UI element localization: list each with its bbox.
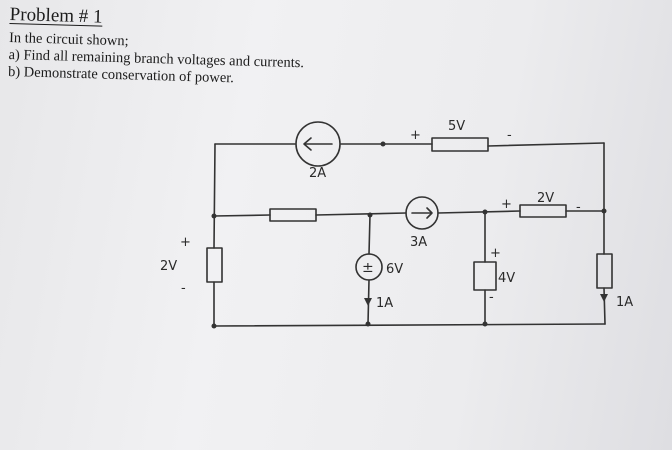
label-5v: 5V (448, 119, 465, 134)
arrow-left-icon (303, 137, 333, 151)
middle-wire (213, 210, 605, 217)
label-5v-plus: + (410, 128, 421, 143)
top-wire (214, 142, 605, 147)
label-2v-right-minus: - (576, 200, 581, 215)
node-bottom-right (482, 321, 488, 327)
resistor-right (596, 253, 613, 289)
node-top (380, 141, 386, 147)
arrow-right-icon (411, 207, 433, 219)
arrow-down-icon-vs (364, 298, 372, 306)
resistor-2v-left (206, 247, 223, 283)
label-2a: 2A (309, 166, 326, 181)
label-5v-minus: - (507, 128, 512, 143)
label-4v-minus: - (489, 290, 494, 305)
label-2v-right: 2V (537, 191, 554, 206)
label-4v: 4V (498, 271, 515, 286)
label-6v: 6V (386, 262, 403, 277)
voltage-source-6v (355, 253, 383, 281)
label-2v-right-plus: + (501, 197, 512, 212)
resistor-4v (473, 261, 497, 291)
bottom-wire (213, 323, 606, 327)
arrow-down-icon-right (600, 294, 608, 302)
label-1a-right: 1A (616, 295, 633, 310)
label-2v-left: 2V (160, 259, 177, 274)
node-mid-b (482, 209, 488, 215)
label-4v-plus: + (490, 246, 501, 261)
label-1a-vs: 1A (376, 296, 393, 311)
label-2v-left-plus: + (180, 235, 191, 250)
node-mid-a (367, 212, 373, 218)
node-left (211, 213, 217, 219)
label-3a: 3A (410, 235, 427, 250)
current-source-2a (295, 121, 341, 167)
label-2v-left-minus: - (181, 281, 186, 296)
resistor-middle-left (269, 208, 317, 222)
node-bottom-left (211, 323, 217, 329)
resistor-5v (431, 137, 489, 152)
left-wire (213, 143, 216, 327)
node-bottom-mid (365, 321, 371, 327)
voltage-source-symbol: ± (362, 260, 374, 276)
current-source-3a (405, 196, 439, 230)
node-right (601, 208, 607, 214)
resistor-2v-right (519, 204, 567, 218)
